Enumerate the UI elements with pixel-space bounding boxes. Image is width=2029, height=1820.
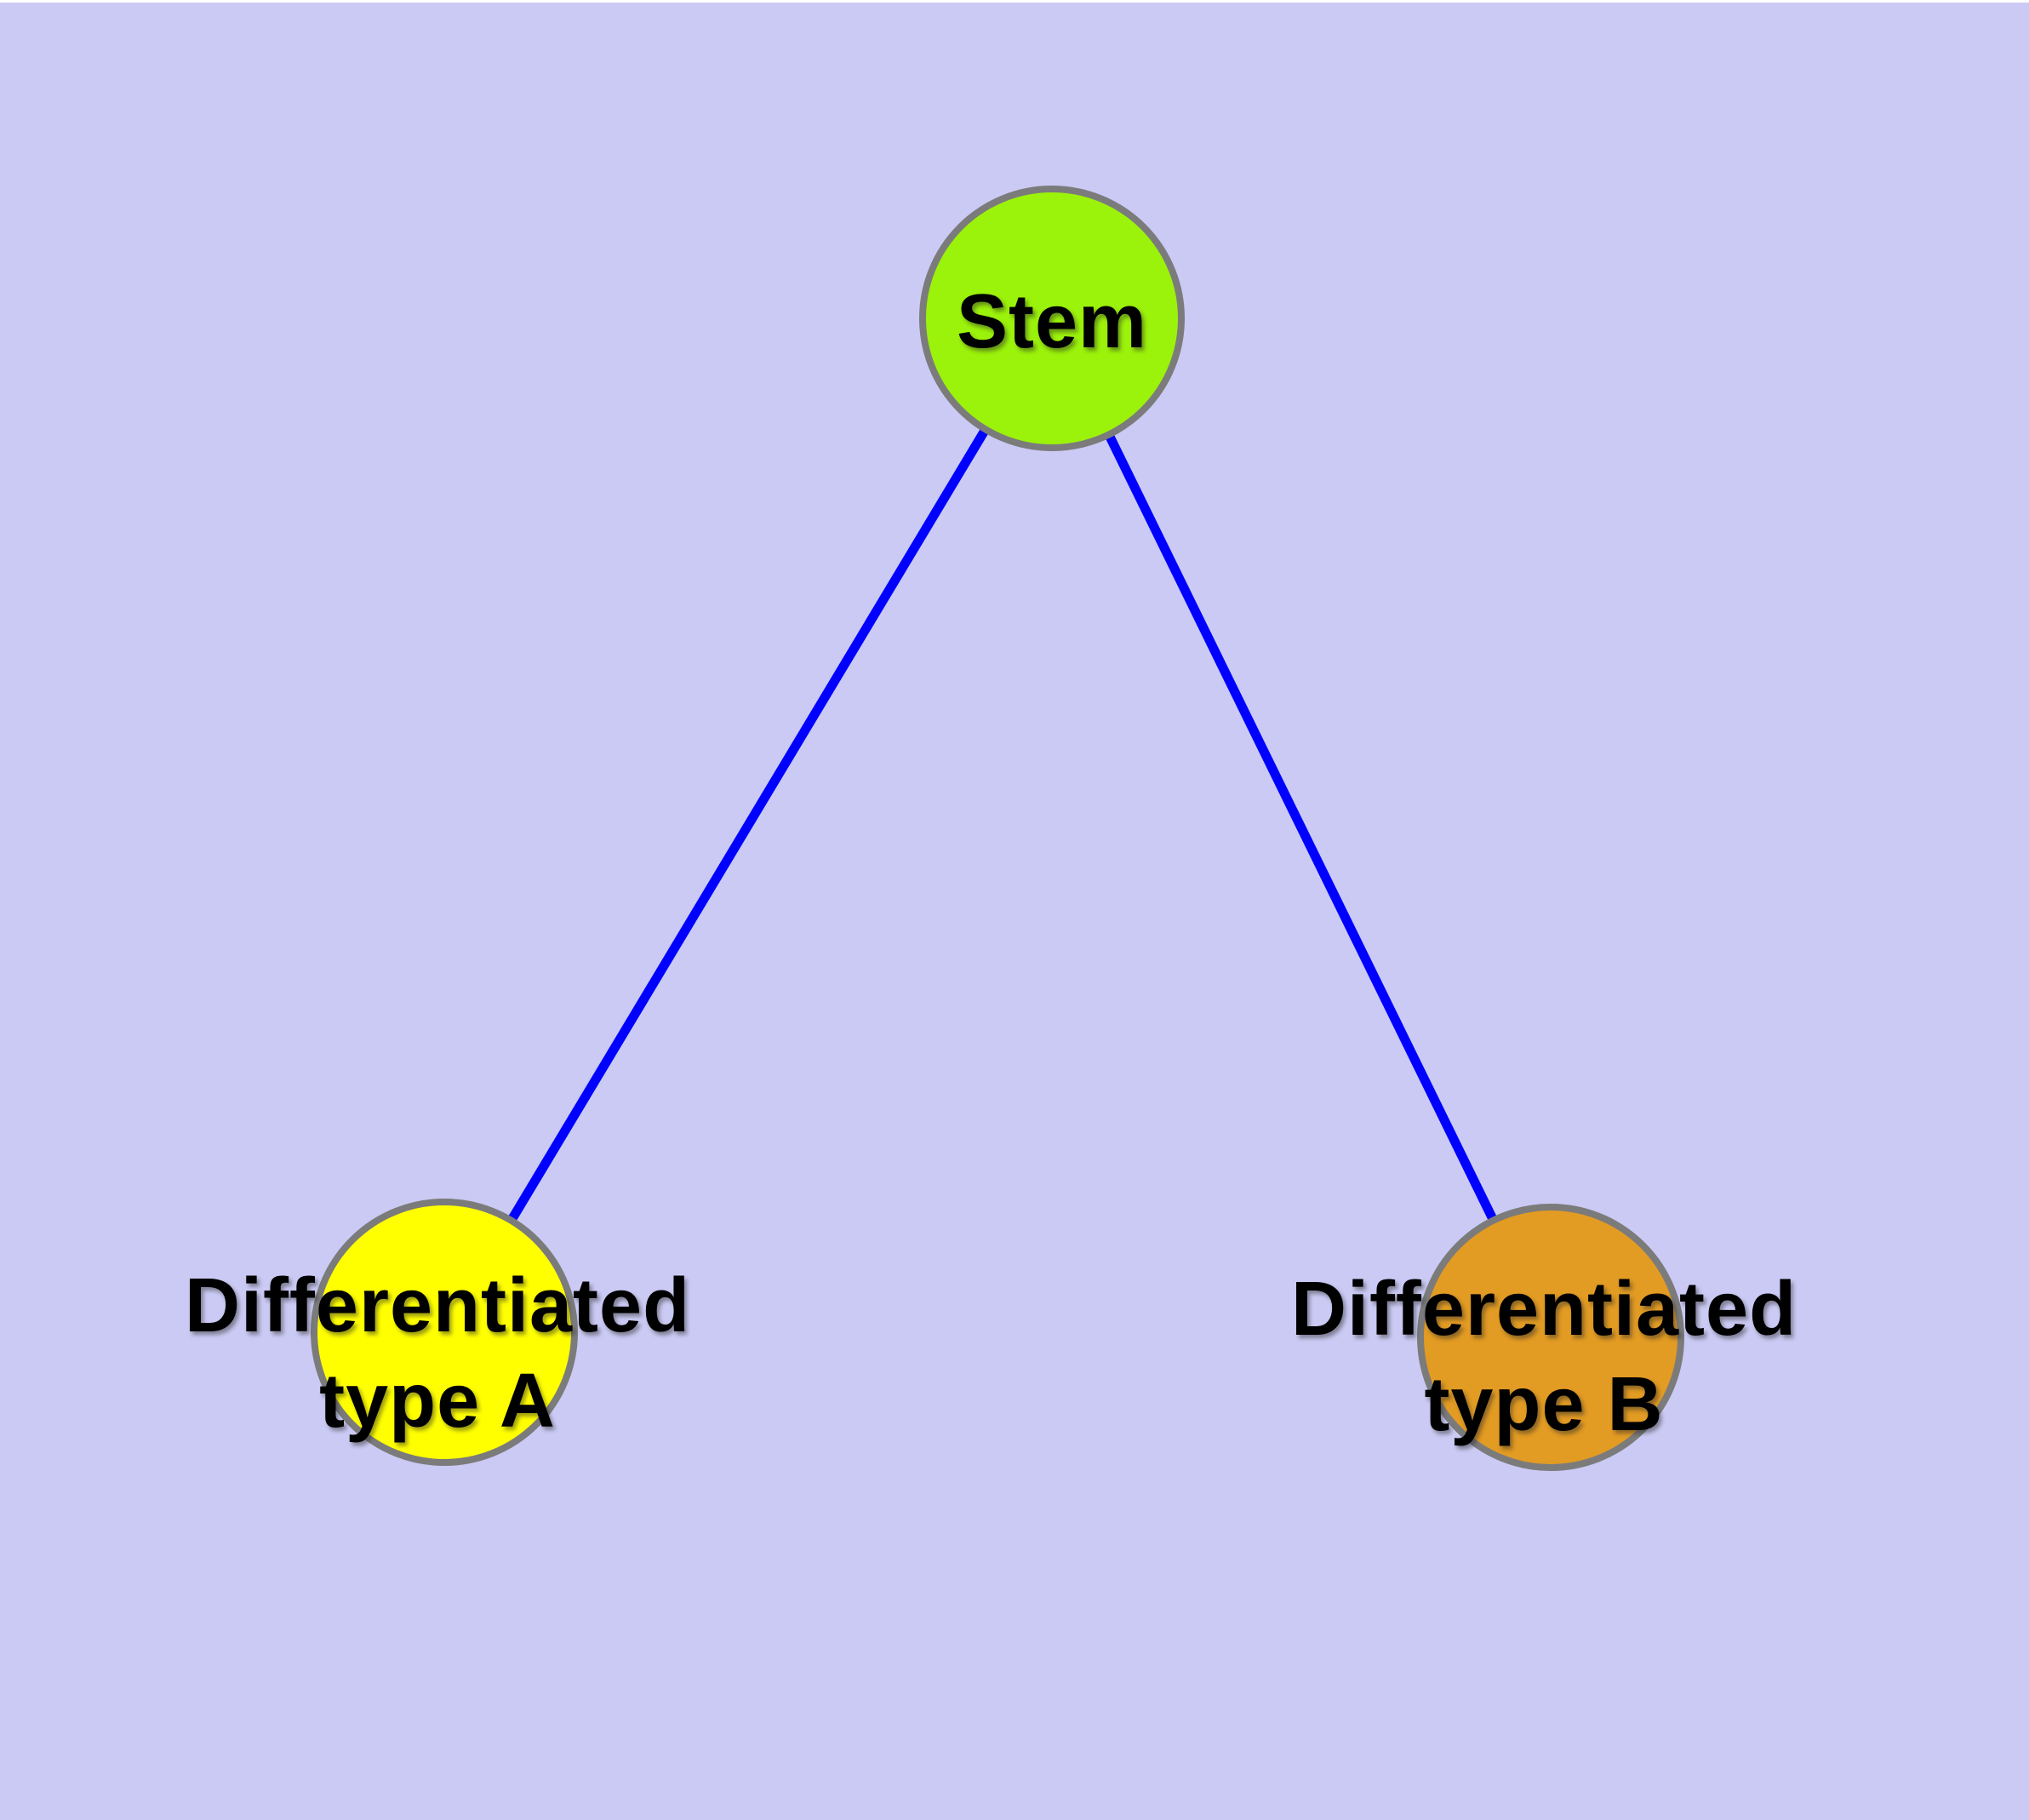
node-label-stem: Stem <box>956 279 1148 364</box>
edge-stem-to-type-a <box>440 316 1056 1335</box>
label-line-1: Differentiated <box>184 1263 691 1348</box>
label-line-2: type A <box>319 1359 556 1444</box>
node-differentiated-type-a <box>311 1199 578 1466</box>
node-label-differentiated-type-a: Differentiated type A <box>185 1258 690 1449</box>
top-margin-strip <box>0 0 2029 3</box>
edge-stem-to-type-b <box>1048 316 1555 1340</box>
node-stem <box>919 186 1185 451</box>
node-label-differentiated-type-b: Differentiated type B <box>1291 1262 1797 1452</box>
label-line-2: type B <box>1424 1362 1664 1447</box>
label-line-1: Differentiated <box>1290 1267 1798 1352</box>
node-differentiated-type-b <box>1417 1204 1684 1471</box>
